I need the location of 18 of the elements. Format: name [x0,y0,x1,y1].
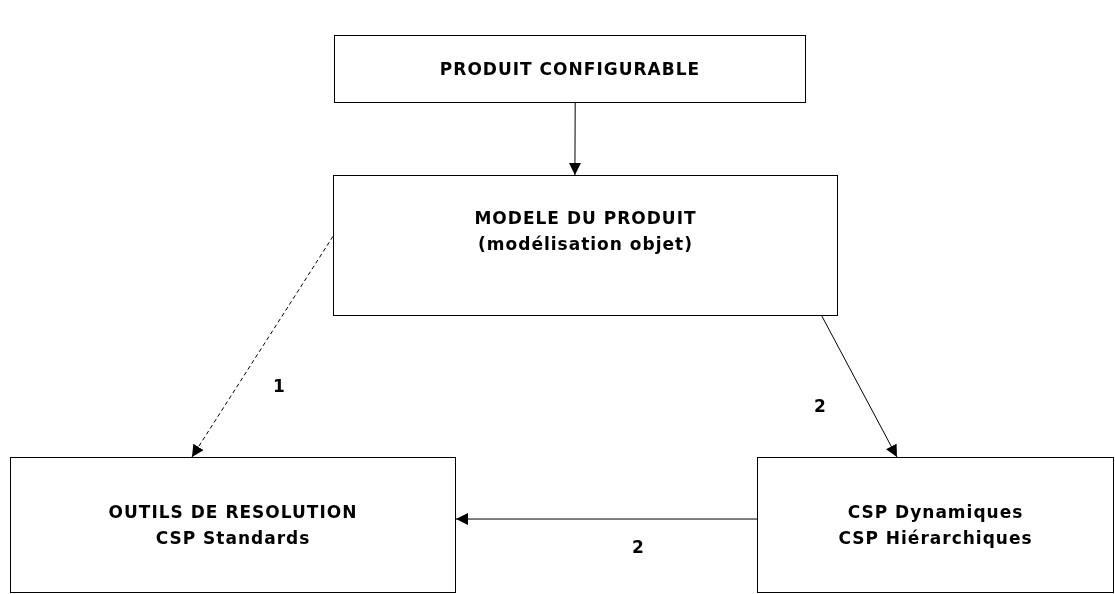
process-box [334,35,806,103]
edge-label: 2 [632,537,644,557]
box-subtitle: (modélisation objet) [478,232,693,256]
arrow [568,102,581,176]
box-subtitle: CSP Hiérarchiques [838,527,1033,550]
process-box [10,457,456,593]
box-title: PRODUIT CONFIGURABLE [439,58,701,81]
edge-label: 2 [814,396,826,416]
box-subtitle: CSP Standards [155,527,311,550]
arrow [455,513,758,525]
process-box [757,457,1114,593]
arrow [191,235,334,458]
box-title: OUTILS DE RESOLUTION [108,501,358,524]
arrow [821,315,898,458]
process-box [333,175,838,316]
box-title: MODELE DU PRODUIT [474,206,697,230]
edge-label: 1 [273,376,285,396]
box-title: CSP Dynamiques [847,501,1024,524]
